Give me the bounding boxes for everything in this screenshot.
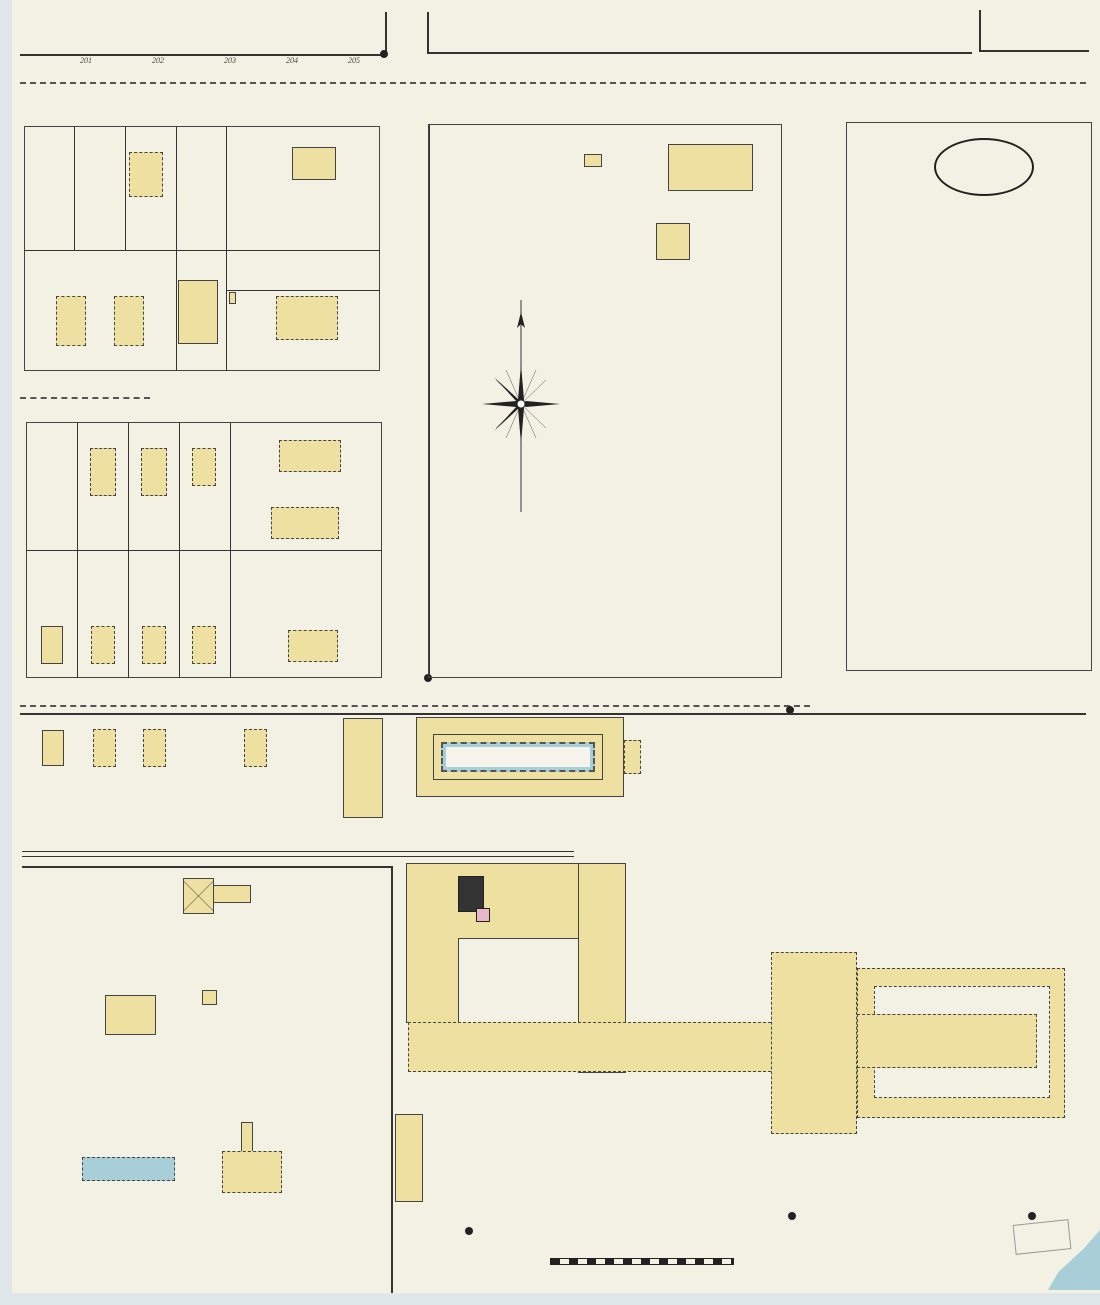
south-14th-line (20, 713, 1086, 715)
lot-line (128, 422, 129, 678)
storage-building (202, 990, 217, 1005)
dwelling (292, 147, 336, 180)
dwelling (91, 626, 115, 664)
dwelling (276, 296, 338, 340)
lot-line (226, 126, 227, 371)
building-e (222, 1151, 282, 1193)
hydrant-dot (786, 706, 794, 714)
address-number: 205 (348, 56, 360, 65)
outbuilding (42, 730, 64, 766)
lot-line (74, 126, 75, 250)
scale-ticks (547, 1249, 757, 1257)
dwelling (244, 729, 267, 767)
shed (584, 154, 602, 167)
dwelling (129, 152, 163, 197)
outbuilding (41, 626, 63, 664)
dwelling (141, 448, 167, 496)
dwelling (656, 223, 690, 260)
block-126-midline (26, 550, 382, 551)
lot-line (176, 126, 177, 371)
courtyard (458, 938, 580, 1024)
hydrant-dot (380, 50, 388, 58)
grounds-line (22, 856, 574, 857)
map-sheet: 201 202 203 204 205 (12, 0, 1100, 1293)
address-number: 202 (152, 56, 164, 65)
dwelling (279, 440, 341, 472)
block-118-line (427, 52, 972, 54)
block-118-edge (427, 12, 429, 53)
hydrant-dot (424, 674, 432, 682)
dwelling (90, 448, 116, 496)
lot-line (230, 422, 231, 678)
dwelling (56, 296, 86, 346)
dwelling (288, 630, 338, 662)
swimming-pool (441, 742, 595, 772)
rotunda-block (771, 952, 857, 1134)
outbuilding (229, 292, 236, 304)
block-2a-top (22, 866, 392, 868)
presbyterian-church (668, 144, 753, 191)
block-5-line (979, 50, 1089, 52)
hotel-main-wing (408, 1022, 776, 1072)
block-120 (428, 124, 782, 678)
water-pipe-14th (20, 705, 810, 707)
block-121-midline (24, 250, 380, 251)
work-shop-storage (82, 1157, 175, 1181)
hotel-east-wing (857, 1014, 1037, 1068)
dwelling (114, 296, 144, 346)
hydrant-dot (465, 1227, 473, 1235)
block-2a-edge (391, 866, 393, 1293)
block-121 (24, 126, 380, 371)
library-stamp (1012, 1219, 1072, 1255)
date-location-stamp (934, 138, 1034, 196)
casino (416, 717, 624, 797)
block-1a (846, 122, 1092, 671)
boiler-room (458, 876, 484, 912)
scale-bar (550, 1258, 734, 1265)
block-117-edge (385, 12, 387, 55)
casino-annex (624, 740, 641, 774)
propagation-house-c (105, 995, 156, 1035)
lot-line (125, 126, 126, 250)
dwelling (93, 729, 116, 767)
flower-house (395, 1114, 423, 1202)
compass-rose-icon (482, 300, 560, 512)
lot-line (179, 422, 180, 678)
dwelling (192, 626, 216, 664)
address-number: 203 (224, 56, 236, 65)
dwelling (143, 729, 166, 767)
hydrant-dot (1028, 1212, 1036, 1220)
grounds-line (22, 851, 574, 852)
lot-line (226, 290, 380, 291)
water-pipe-13th (20, 397, 150, 399)
block-117-line (20, 54, 386, 56)
block-5-edge (979, 10, 981, 51)
chimney (476, 908, 490, 922)
dwelling (178, 280, 218, 344)
lot-line (77, 422, 78, 678)
hydrant-dot (788, 1212, 796, 1220)
address-number: 204 (286, 56, 298, 65)
water-pipe-12th (20, 82, 1086, 84)
dwelling (271, 507, 339, 539)
building-a-wing (213, 885, 251, 903)
propagation-house (343, 718, 383, 818)
building-e-tower (241, 1122, 253, 1152)
address-number: 201 (80, 56, 92, 65)
building-a (183, 878, 214, 914)
dwelling (142, 626, 166, 664)
dwelling (192, 448, 216, 486)
